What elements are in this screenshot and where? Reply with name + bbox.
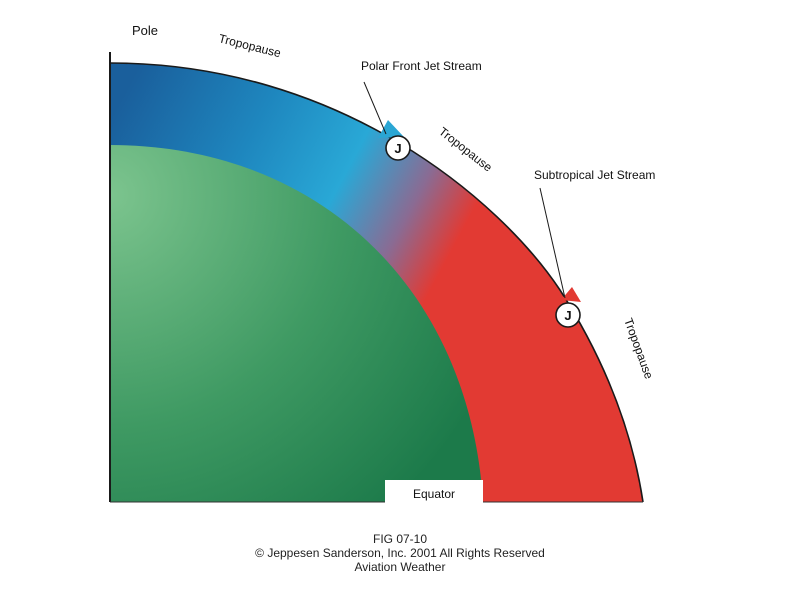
earth-surface (110, 145, 483, 502)
polar-front-jet-marker: J (385, 135, 411, 161)
pole-label: Pole (132, 23, 158, 38)
tropopause-label-right: Tropopause (621, 316, 656, 381)
figure-subject: Aviation Weather (354, 560, 446, 574)
subtropical-jet-label: Subtropical Jet Stream (534, 168, 655, 182)
polar-jet-leader-line (363, 81, 387, 135)
subtropical-jet-leader-line (539, 187, 566, 299)
equator-label-box (385, 480, 483, 504)
figure-number: FIG 07-10 (372, 532, 428, 546)
subtropical-jet-marker-letter: J (564, 308, 571, 323)
polar-jet-marker-letter: J (394, 141, 401, 156)
polar-front-jet-label: Polar Front Jet Stream (361, 59, 482, 73)
subtropical-jet-marker: J (555, 302, 581, 328)
polar-tropopause-break (378, 120, 404, 138)
copyright-notice: © Jeppesen Sanderson, Inc. 2001 All Righ… (255, 546, 545, 560)
subtropical-tropopause-break (561, 287, 581, 302)
equator-label: Equator (413, 487, 455, 501)
tropopause-line (109, 62, 644, 503)
tropopause-label-middle: Tropopause (436, 124, 495, 174)
tropopause-label-top: Tropopause (217, 31, 282, 60)
